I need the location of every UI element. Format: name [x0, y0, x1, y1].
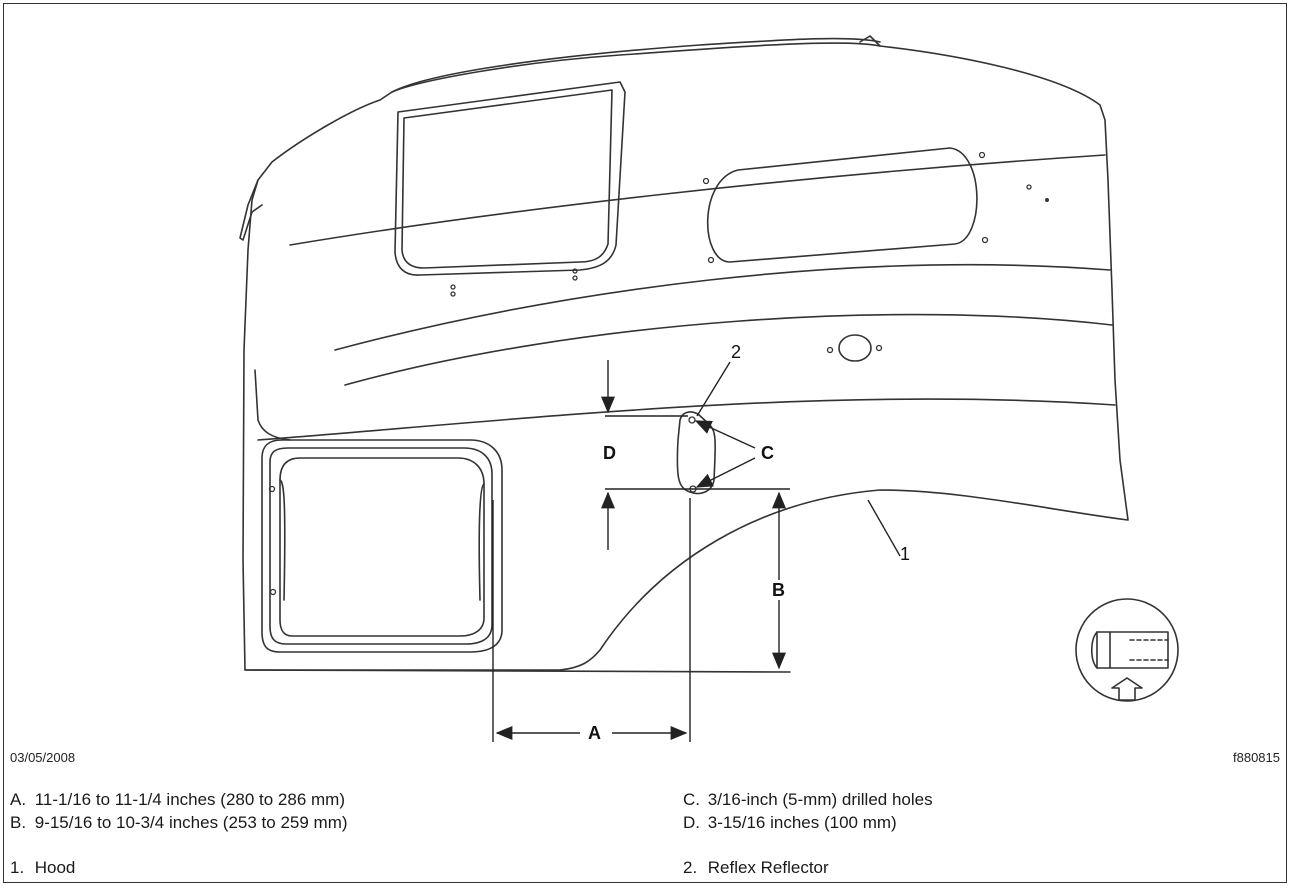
orientation-icon — [1075, 598, 1179, 702]
lower-window — [261, 439, 503, 653]
legend-item-2: 2. Reflex Reflector — [683, 858, 829, 877]
reflex-reflector-plate — [676, 411, 716, 495]
legend-item-1: 1. Hood — [10, 858, 76, 877]
legend-item-a: A. 11-1/16 to 11-1/4 inches (280 to 286 … — [10, 790, 346, 809]
label-d: D — [603, 443, 616, 463]
label-1: 1 — [900, 544, 910, 564]
upper-window — [394, 81, 626, 276]
label-2: 2 — [731, 342, 741, 362]
label-c: C — [761, 443, 774, 463]
label-a: A — [588, 723, 601, 743]
legend-item-c: C. 3/16-inch (5-mm) drilled holes — [683, 790, 933, 809]
figure-frame — [3, 3, 1287, 883]
label-b: B — [772, 580, 785, 600]
oval-panel — [706, 147, 978, 263]
hood-top-ridge — [391, 37, 881, 93]
figure-id: f880815 — [1233, 750, 1280, 765]
figure-date: 03/05/2008 — [10, 750, 76, 765]
legend-item-b: B. 9-15/16 to 10-3/4 inches (253 to 259 … — [10, 813, 348, 832]
legend-item-d: D. 3-15/16 inches (100 mm) — [683, 813, 897, 832]
hood-outline — [242, 42, 1129, 671]
